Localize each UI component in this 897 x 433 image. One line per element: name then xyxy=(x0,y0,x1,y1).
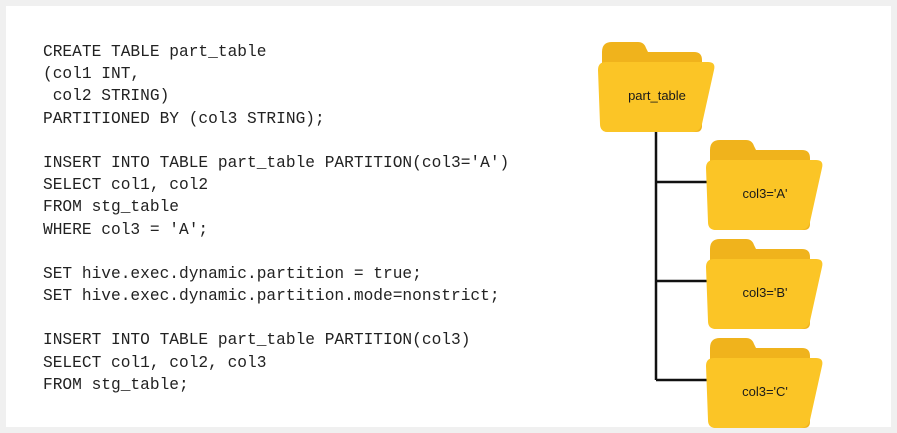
code-line: FROM stg_table; xyxy=(43,375,189,394)
code-line: INSERT INTO TABLE part_table PARTITION(c… xyxy=(43,153,510,172)
code-statement-dynamic-insert: INSERT INTO TABLE part_table PARTITION(c… xyxy=(43,329,603,396)
code-gap xyxy=(43,241,603,263)
code-line: (col1 INT, xyxy=(43,65,141,84)
folder-label-b: col3='B' xyxy=(742,285,787,300)
folder-icon: col3='A' xyxy=(706,140,823,230)
folder-label-root: part_table xyxy=(628,88,686,103)
folder-label-a: col3='A' xyxy=(742,186,787,201)
folder-icon: part_table xyxy=(598,42,715,132)
code-line: SET hive.exec.dynamic.partition = true; xyxy=(43,264,422,283)
folder-icon: col3='B' xyxy=(706,239,823,329)
code-line: SELECT col1, col2, col3 xyxy=(43,353,267,372)
folder-label-c: col3='C' xyxy=(742,384,788,399)
code-block: CREATE TABLE part_table (col1 INT, col2 … xyxy=(43,41,603,396)
code-line: FROM stg_table xyxy=(43,198,179,217)
code-line: PARTITIONED BY (col3 STRING); xyxy=(43,109,325,128)
code-statement-settings: SET hive.exec.dynamic.partition = true; … xyxy=(43,263,603,307)
folder-icon: col3='C' xyxy=(706,338,823,428)
partition-tree: part_table col3='A' col3='B' col3='C' xyxy=(598,42,823,428)
code-statement-create: CREATE TABLE part_table (col1 INT, col2 … xyxy=(43,41,603,130)
code-line: WHERE col3 = 'A'; xyxy=(43,220,209,239)
code-statement-static-insert: INSERT INTO TABLE part_table PARTITION(c… xyxy=(43,152,603,241)
code-gap xyxy=(43,130,603,152)
code-gap xyxy=(43,307,603,329)
code-line: CREATE TABLE part_table xyxy=(43,43,267,61)
code-line: SELECT col1, col2 xyxy=(43,176,209,195)
tree-connectors xyxy=(654,125,710,382)
code-line: col2 STRING) xyxy=(43,87,170,106)
code-line: SET hive.exec.dynamic.partition.mode=non… xyxy=(43,287,500,306)
code-line: INSERT INTO TABLE part_table PARTITION(c… xyxy=(43,331,471,350)
